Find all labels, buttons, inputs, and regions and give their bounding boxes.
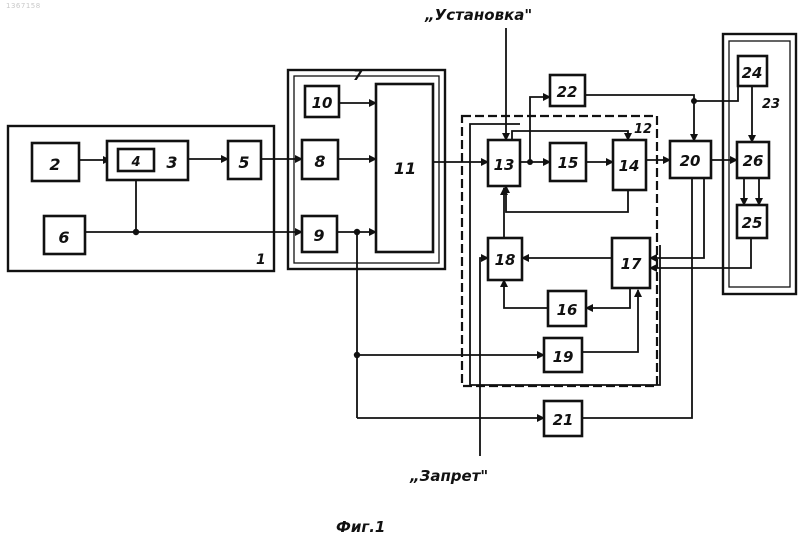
block-8-label: 8	[314, 152, 325, 171]
block-2-label: 2	[49, 155, 60, 174]
block-21-label: 21	[553, 411, 574, 429]
block-5: 5	[228, 141, 261, 179]
block-22-label: 22	[557, 83, 578, 101]
block-18-label: 18	[495, 251, 516, 269]
block-21: 21	[544, 401, 582, 436]
figure-caption: Фиг.1	[336, 518, 385, 536]
block-24-label: 24	[742, 64, 763, 82]
block-14-label: 14	[619, 157, 640, 175]
block-8: 8	[302, 140, 338, 179]
block-4: 4	[118, 149, 154, 171]
block-18: 18	[488, 238, 522, 280]
inhibit-signal-label: „Запрет"	[409, 467, 488, 485]
block-4-label: 4	[130, 155, 140, 170]
block-17-label: 17	[621, 255, 642, 273]
block-20: 20	[670, 141, 711, 178]
block-19: 19	[544, 338, 582, 372]
block-6-label: 6	[58, 228, 69, 247]
block-6: 6	[44, 216, 85, 254]
block-10: 10	[305, 86, 339, 117]
block-3-label: 3	[166, 153, 177, 172]
block-15-label: 15	[558, 154, 579, 172]
block-19-label: 19	[553, 348, 574, 366]
block-20-label: 20	[680, 152, 701, 170]
block-17: 17	[612, 238, 650, 288]
block-10-label: 10	[312, 94, 333, 112]
block-26-label: 26	[743, 152, 764, 170]
block-25-label: 25	[742, 214, 763, 232]
group-23-label: 23	[762, 97, 780, 112]
block-26: 26	[737, 142, 769, 178]
block-22: 22	[550, 75, 585, 106]
block-15: 15	[550, 143, 586, 181]
block-11-label: 11	[394, 159, 416, 178]
block-24: 24	[738, 56, 767, 86]
group-7-label: 7	[353, 68, 363, 84]
block-11: 11	[376, 84, 433, 252]
block-5-label: 5	[238, 153, 249, 172]
block-9-label: 9	[313, 226, 324, 245]
block-13: 13	[488, 140, 520, 186]
block-14: 14	[613, 140, 646, 190]
block-13-label: 13	[494, 156, 515, 174]
block-16: 16	[548, 291, 586, 326]
block-9: 9	[302, 216, 337, 252]
block-25: 25	[737, 205, 767, 238]
block-16-label: 16	[557, 301, 578, 319]
setup-signal-label: „Установка"	[424, 6, 532, 24]
group-12-label: 12	[634, 122, 652, 137]
block-2: 2	[32, 143, 79, 181]
group-1-label: 1	[256, 252, 266, 268]
